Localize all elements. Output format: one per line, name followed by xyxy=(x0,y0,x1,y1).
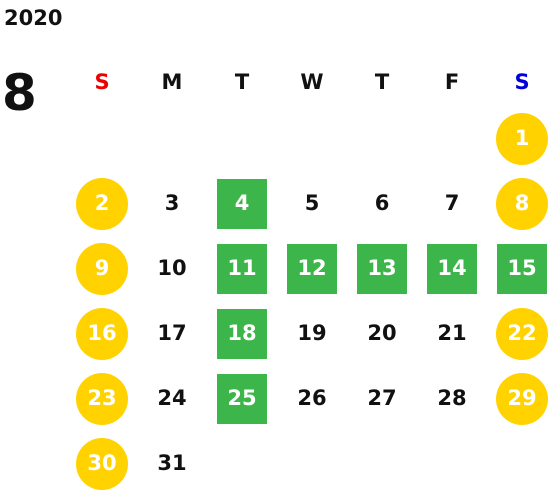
calendar-week-row: 30 31 xyxy=(67,431,548,496)
day-cell xyxy=(207,431,277,496)
day-number: 31 xyxy=(157,451,187,475)
weekday-header-friday: F xyxy=(444,70,460,94)
calendar-week-row: 2 3 4 5 6 7 8 xyxy=(67,171,548,236)
day-cell[interactable]: 23 xyxy=(67,366,137,431)
weekday-header-saturday: S xyxy=(514,70,530,94)
day-cell[interactable]: 29 xyxy=(487,366,548,431)
day-number: 26 xyxy=(297,386,327,410)
day-number: 27 xyxy=(367,386,397,410)
day-cell[interactable]: 15 xyxy=(487,236,548,301)
calendar-year: 2020 xyxy=(4,6,63,30)
day-number: 1 xyxy=(496,112,548,165)
day-cell[interactable]: 3 xyxy=(137,171,207,236)
day-cell[interactable]: 4 xyxy=(207,171,277,236)
day-number: 2 xyxy=(76,177,128,230)
day-cell xyxy=(347,431,417,496)
day-cell[interactable]: 10 xyxy=(137,236,207,301)
day-number: 15 xyxy=(497,243,547,294)
day-cell[interactable]: 5 xyxy=(277,171,347,236)
day-cell xyxy=(277,106,347,171)
day-number: 22 xyxy=(496,307,548,360)
day-number: 11 xyxy=(217,243,267,294)
day-number: 9 xyxy=(76,242,128,295)
day-cell xyxy=(277,431,347,496)
day-number: 24 xyxy=(157,386,187,410)
day-cell[interactable]: 24 xyxy=(137,366,207,431)
day-cell[interactable]: 22 xyxy=(487,301,548,366)
calendar-week-row: 16 17 18 19 20 21 22 xyxy=(67,301,548,366)
day-cell xyxy=(347,106,417,171)
day-cell[interactable]: 6 xyxy=(347,171,417,236)
day-number: 20 xyxy=(367,321,397,345)
calendar-week-row: 23 24 25 26 27 28 29 xyxy=(67,366,548,431)
day-cell[interactable]: 31 xyxy=(137,431,207,496)
day-cell[interactable]: 8 xyxy=(487,171,548,236)
day-cell xyxy=(487,431,548,496)
day-cell[interactable]: 9 xyxy=(67,236,137,301)
day-number: 19 xyxy=(297,321,327,345)
day-number: 25 xyxy=(217,373,267,424)
day-cell[interactable]: 11 xyxy=(207,236,277,301)
day-number: 7 xyxy=(444,191,460,215)
day-cell[interactable]: 12 xyxy=(277,236,347,301)
day-cell[interactable]: 27 xyxy=(347,366,417,431)
weekday-header-thursday: T xyxy=(374,70,390,94)
day-cell[interactable]: 25 xyxy=(207,366,277,431)
weekday-header-monday: M xyxy=(161,70,183,94)
day-cell[interactable]: 2 xyxy=(67,171,137,236)
day-number: 18 xyxy=(217,308,267,359)
day-number: 10 xyxy=(157,256,187,280)
day-cell xyxy=(207,106,277,171)
day-cell[interactable]: 21 xyxy=(417,301,487,366)
day-cell[interactable]: 28 xyxy=(417,366,487,431)
day-cell xyxy=(67,106,137,171)
day-number: 16 xyxy=(76,307,128,360)
day-cell[interactable]: 18 xyxy=(207,301,277,366)
day-cell[interactable]: 14 xyxy=(417,236,487,301)
day-number: 3 xyxy=(164,191,180,215)
day-cell[interactable]: 20 xyxy=(347,301,417,366)
day-cell[interactable]: 13 xyxy=(347,236,417,301)
day-cell xyxy=(417,106,487,171)
day-number: 6 xyxy=(374,191,390,215)
day-number: 30 xyxy=(76,437,128,490)
day-number: 14 xyxy=(427,243,477,294)
day-number: 13 xyxy=(357,243,407,294)
day-cell[interactable]: 16 xyxy=(67,301,137,366)
day-number: 12 xyxy=(287,243,337,294)
day-cell[interactable]: 7 xyxy=(417,171,487,236)
day-number: 29 xyxy=(496,372,548,425)
calendar-week-row: 9 10 11 12 13 14 15 xyxy=(67,236,548,301)
day-cell[interactable]: 26 xyxy=(277,366,347,431)
day-cell xyxy=(417,431,487,496)
day-number: 8 xyxy=(496,177,548,230)
calendar-month: 8 xyxy=(2,64,37,122)
day-number: 28 xyxy=(437,386,467,410)
day-cell[interactable]: 30 xyxy=(67,431,137,496)
day-number: 4 xyxy=(217,178,267,229)
weekday-header-sunday: S xyxy=(94,70,110,94)
day-cell[interactable]: 17 xyxy=(137,301,207,366)
calendar-week-row: 1 xyxy=(67,106,548,171)
day-number: 21 xyxy=(437,321,467,345)
day-cell[interactable]: 1 xyxy=(487,106,548,171)
weekday-header-wednesday: W xyxy=(300,70,324,94)
day-cell[interactable]: 19 xyxy=(277,301,347,366)
day-number: 17 xyxy=(157,321,187,345)
weekday-header-row: S M T W T F S xyxy=(67,58,548,106)
day-number: 5 xyxy=(304,191,320,215)
weekday-header-tuesday: T xyxy=(234,70,250,94)
day-cell xyxy=(137,106,207,171)
day-number: 23 xyxy=(76,372,128,425)
